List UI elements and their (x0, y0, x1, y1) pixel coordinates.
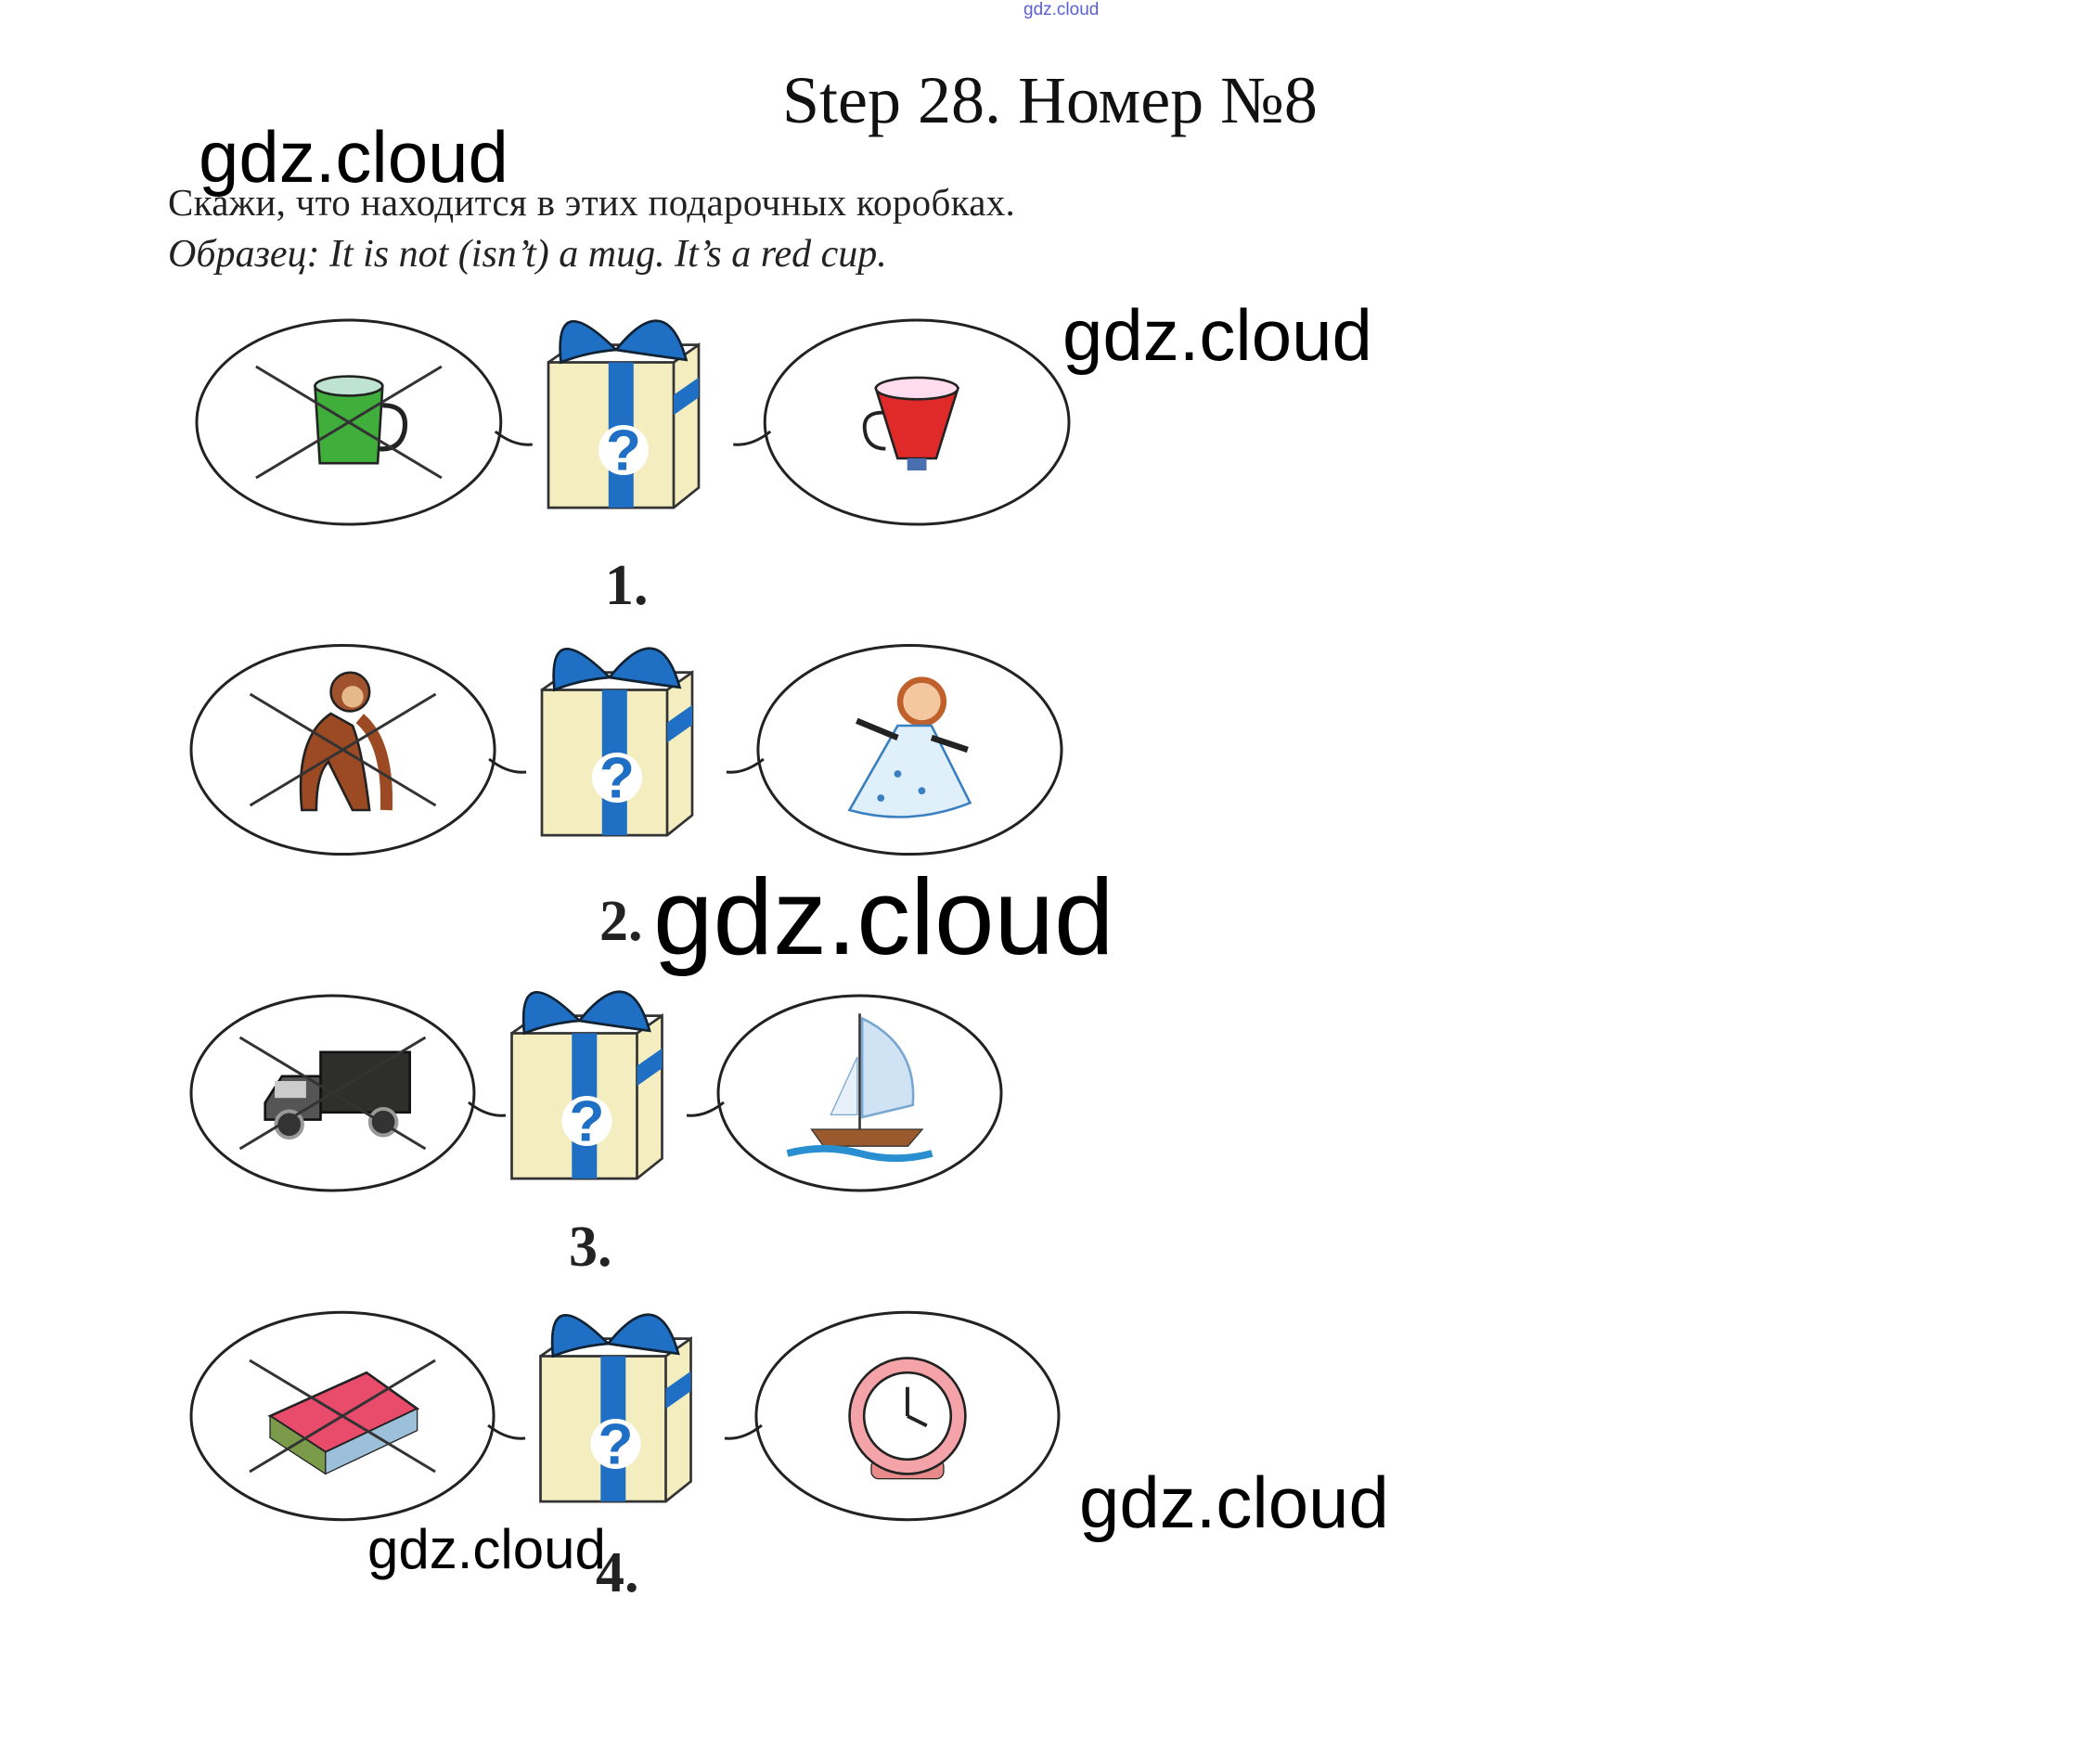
cross-out-icon (255, 365, 443, 480)
exercise-row-3: ? (180, 977, 1012, 1209)
task-example: Образец: It is not (isn’t) a mug. It’s a… (168, 233, 887, 276)
mug-icon (314, 375, 408, 465)
svg-text:?: ? (599, 1413, 634, 1477)
gift-box-icon: ? (547, 319, 701, 509)
watermark: gdz.cloud (1062, 294, 1372, 376)
exercise-row-2: ? (180, 625, 1073, 874)
row-number: 2. (599, 890, 643, 953)
clock-icon (848, 1357, 967, 1480)
ship-icon (786, 1013, 933, 1163)
svg-text:?: ? (570, 1090, 605, 1154)
doll-icon (847, 676, 972, 818)
cross-out-icon (249, 1358, 436, 1474)
gift-box-icon: ? (539, 1313, 692, 1503)
gift-box-icon: ? (510, 990, 663, 1180)
svg-text:?: ? (599, 747, 635, 811)
row-number: 3. (569, 1216, 612, 1279)
cup-icon (862, 376, 960, 470)
page-title: Step 28. Номер №8 (782, 63, 1318, 137)
exercise-row-4: ? (180, 1293, 1070, 1539)
cross-out-icon (249, 692, 437, 807)
watermark: gdz.cloud (199, 116, 508, 198)
monkey-icon (299, 671, 393, 812)
watermark: gdz.cloud (1079, 1461, 1389, 1543)
watermark: gdz.cloud (653, 856, 1114, 977)
watermark: gdz.cloud (367, 1518, 606, 1580)
svg-text:?: ? (606, 419, 641, 483)
exercise-row-1: ? (186, 301, 1080, 544)
row-number: 1. (605, 554, 649, 617)
task-instruction: Скажи, что находится в этих подарочных к… (168, 181, 1016, 224)
row-number: 4. (596, 1541, 639, 1604)
gift-box-icon: ? (540, 647, 694, 837)
top-watermark: gdz.cloud (1023, 0, 1100, 19)
cross-out-icon (238, 1036, 427, 1151)
